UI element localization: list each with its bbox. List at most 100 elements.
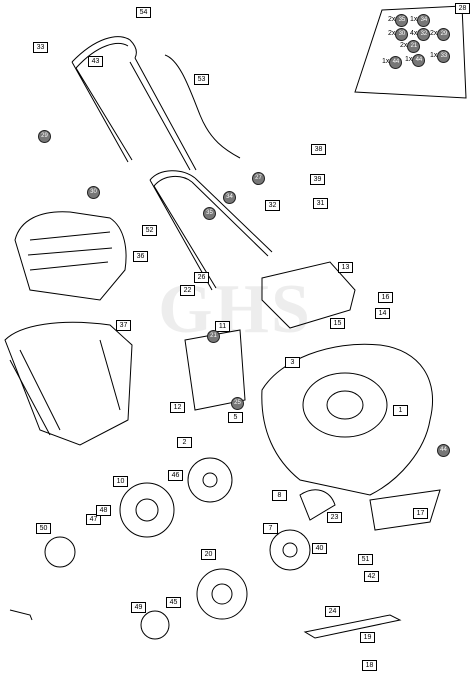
lower-handle-left-leg	[149, 179, 217, 291]
lower-handle-right-leg	[191, 177, 273, 257]
part-callout-43: 43	[88, 56, 103, 67]
part-callout-17: 17	[413, 508, 428, 519]
bag-item-qty: 1x	[382, 58, 390, 65]
part-callout-35: 35	[203, 207, 216, 220]
bag-item-qty: 1x	[430, 52, 438, 59]
watermark: GHS	[158, 271, 312, 348]
engine-cover	[261, 261, 356, 329]
bag-item-qty: 1x	[410, 16, 418, 23]
part-callout-19: 19	[360, 632, 375, 643]
part-callout-11: 11	[215, 321, 230, 332]
part-callout-51: 51	[358, 554, 373, 565]
rear-flap-frame	[184, 329, 246, 411]
part-callout-34: 34	[223, 191, 236, 204]
grassbox-lid	[14, 211, 127, 301]
part-callout-15: 15	[330, 318, 345, 329]
part-callout-50: 50	[36, 523, 51, 534]
part-callout-28: 28	[455, 3, 470, 14]
wheel-10	[119, 482, 175, 538]
bag-item-part: 44	[389, 56, 403, 69]
mower-deck	[261, 343, 434, 496]
part-callout-45: 45	[166, 597, 181, 608]
cutting-blade	[303, 614, 402, 639]
part-callout-2: 2	[177, 437, 192, 448]
part-callout-5: 5	[228, 412, 243, 423]
part-callout-27: 27	[252, 172, 265, 185]
lower-handle-bar	[149, 170, 196, 187]
part-callout-48: 48	[96, 505, 111, 516]
upper-handle-bar	[71, 36, 137, 69]
part-callout-53: 53	[194, 74, 209, 85]
part-callout-22: 22	[180, 285, 195, 296]
parts-bag	[354, 5, 467, 99]
bag-item-qty: 2x	[388, 30, 396, 37]
wheel-20	[196, 568, 248, 620]
bag-item-qty: 1x	[405, 56, 413, 63]
bag-item-qty: 2x	[388, 16, 396, 23]
part-callout-37: 37	[116, 320, 131, 331]
part-callout-38: 38	[311, 144, 326, 155]
part-callout-14: 14	[375, 308, 390, 319]
mulch-plate	[369, 489, 441, 531]
part-callout-46: 46	[168, 470, 183, 481]
upper-handle-left-leg	[71, 61, 133, 163]
bag-item-part: 32	[417, 28, 431, 41]
part-callout-42: 42	[364, 571, 379, 582]
part-callout-8: 8	[272, 490, 287, 501]
part-callout-18: 18	[362, 660, 377, 671]
bag-item-part: 30	[395, 28, 409, 41]
part-callout-54: 54	[136, 7, 151, 18]
part-callout-49: 49	[131, 602, 146, 613]
upper-handle-right-leg	[129, 57, 197, 171]
part-callout-47: 47	[86, 514, 101, 525]
part-callout-33: 33	[33, 42, 48, 53]
part-callout-31: 31	[313, 198, 328, 209]
control-cable	[164, 54, 241, 159]
part-callout-30: 30	[87, 186, 100, 199]
bag-item-qty: 4x	[410, 30, 418, 37]
part-callout-7: 7	[263, 523, 278, 534]
bag-item-part: 34	[417, 14, 431, 27]
part-callout-36: 36	[133, 251, 148, 262]
wheel-2	[187, 457, 233, 503]
wheel-7	[269, 529, 311, 571]
bag-item-qty: 2x	[430, 30, 438, 37]
allen-key	[9, 609, 33, 621]
part-callout-23: 23	[327, 512, 342, 523]
part-callout-3: 3	[285, 357, 300, 368]
height-adjuster	[299, 489, 336, 521]
bag-item-qty: 2x	[400, 42, 408, 49]
bag-item-part: 44	[412, 54, 426, 67]
part-callout-13: 13	[338, 262, 353, 273]
bag-item-part: 35	[395, 14, 409, 27]
part-callout-1: 1	[393, 405, 408, 416]
part-callout-40: 40	[312, 543, 327, 554]
part-callout-32: 32	[265, 200, 280, 211]
part-callout-10: 10	[113, 476, 128, 487]
part-callout-20: 20	[201, 549, 216, 560]
bag-item-part: 33	[437, 50, 451, 63]
part-callout-26: 26	[194, 272, 209, 283]
part-callout-24: 24	[325, 606, 340, 617]
grassbox	[4, 321, 133, 446]
hubcap-49	[140, 610, 170, 640]
part-callout-29: 29	[38, 130, 51, 143]
part-callout-52: 52	[142, 225, 157, 236]
part-callout-16: 16	[378, 292, 393, 303]
part-callout-12: 12	[170, 402, 185, 413]
part-callout-25: 25	[231, 397, 244, 410]
part-callout-21: 21	[207, 330, 220, 343]
part-callout-39: 39	[310, 174, 325, 185]
hubcap-50	[44, 536, 76, 568]
